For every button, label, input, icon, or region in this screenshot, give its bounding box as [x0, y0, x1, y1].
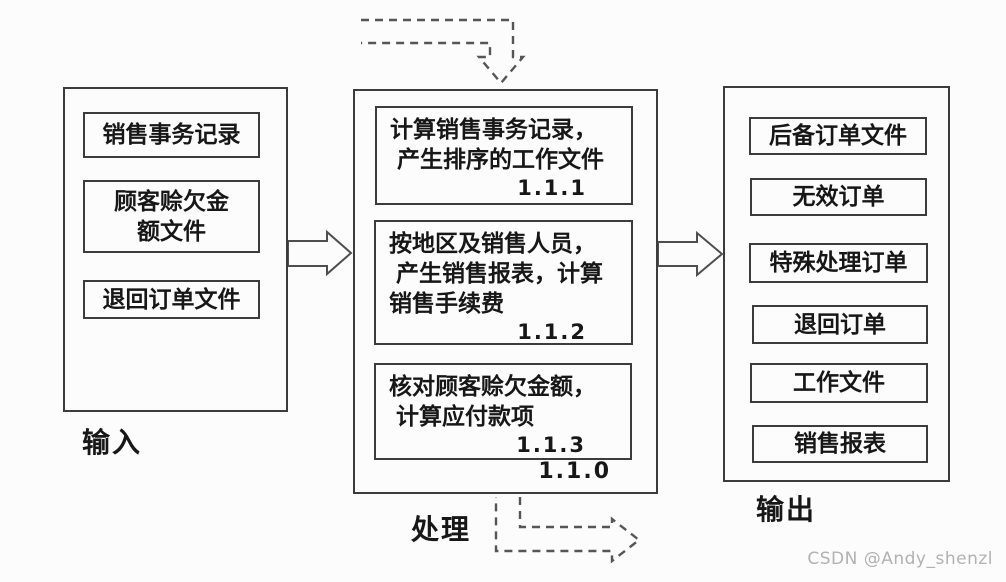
- process-panel-label: 处理: [411, 513, 472, 546]
- output-item-label: 无效订单: [792, 184, 885, 210]
- input-item-returned-order-file: 退回订单文件: [83, 280, 260, 319]
- input-panel: 销售事务记录 顾客赊欠金 额文件 退回订单文件: [63, 87, 288, 412]
- output-item-invalid-orders: 无效订单: [750, 178, 927, 216]
- output-item-special-handling-orders: 特殊处理订单: [749, 243, 928, 283]
- step-line: 产生销售报表，计算: [396, 261, 603, 287]
- dashed-down-arrow-icon: [361, 18, 526, 85]
- output-item-label: 工作文件: [793, 370, 885, 396]
- output-item-backup-order-file: 后备订单文件: [749, 117, 927, 155]
- process-panel: 计算销售事务记录， 产生排序的工作文件 1.1.1 按地区及销售人员， 产生销售…: [353, 89, 658, 494]
- process-step-3-box: 核对顾客赊欠金额， 计算应付款项 1.1.3: [374, 363, 632, 460]
- output-item-label: 销售报表: [794, 431, 886, 457]
- output-item-work-file: 工作文件: [750, 363, 928, 403]
- input-item-customer-credit-file: 顾客赊欠金 额文件: [83, 180, 260, 253]
- dashed-right-arrow-icon: [494, 497, 641, 564]
- input-item-label: 退回订单文件: [102, 286, 241, 313]
- step-line: 销售手续费: [389, 291, 504, 317]
- input-item-label-line1: 顾客赊欠金: [114, 188, 229, 215]
- input-item-sales-transaction-records: 销售事务记录: [83, 112, 260, 158]
- input-item-label: 销售事务记录: [102, 122, 241, 148]
- process-step-2-box: 按地区及销售人员， 产生销售报表，计算 销售手续费 1.1.2: [374, 220, 633, 345]
- output-item-sales-report: 销售报表: [752, 425, 928, 463]
- step-id: 1.1.2: [517, 320, 587, 344]
- output-panel: 后备订单文件 无效订单 特殊处理订单 退回订单 工作文件 销售报表: [723, 86, 950, 482]
- step-line: 核对顾客赊欠金额，: [389, 374, 596, 400]
- output-item-returned-orders: 退回订单: [752, 305, 928, 344]
- input-item-label-line2: 额文件: [137, 218, 206, 245]
- right-arrow-process-to-output-icon: [657, 230, 724, 278]
- step-id: 1.1.3: [516, 433, 586, 457]
- input-panel-label: 输入: [82, 426, 143, 459]
- step-line: 计算销售事务记录，: [390, 117, 597, 143]
- output-item-label: 退回订单: [794, 311, 886, 338]
- right-arrow-input-to-process-icon: [287, 229, 353, 277]
- output-item-label: 后备订单文件: [769, 123, 907, 149]
- output-panel-label: 输出: [756, 493, 817, 526]
- output-item-label: 特殊处理订单: [769, 250, 908, 276]
- step-line: 产生排序的工作文件: [397, 147, 604, 173]
- csdn-watermark: CSDN @Andy_shenzl: [807, 549, 993, 569]
- step-id: 1.1.1: [517, 176, 587, 200]
- process-step-1-box: 计算销售事务记录， 产生排序的工作文件 1.1.1: [375, 106, 633, 205]
- step-line: 按地区及销售人员，: [389, 231, 596, 257]
- step-line: 计算应付款项: [396, 404, 534, 430]
- process-overall-id: 1.1.0: [538, 459, 611, 484]
